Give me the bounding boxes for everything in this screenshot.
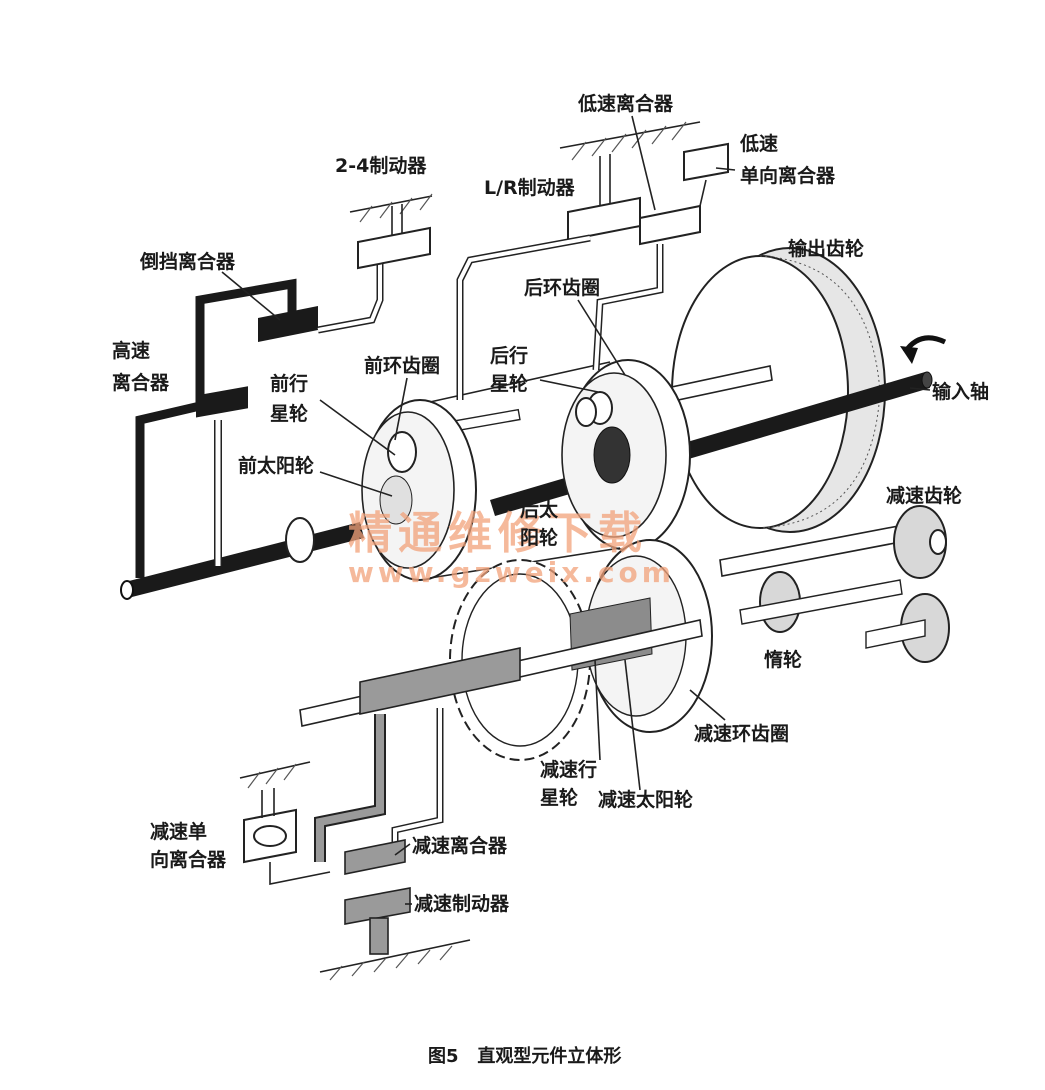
rear-sun-gear bbox=[593, 426, 631, 484]
ground-bottom-brake bbox=[319, 939, 471, 981]
label-reduction-gear: 减速齿轮 bbox=[886, 484, 962, 507]
front-planetary-set bbox=[361, 399, 521, 581]
label-reduction-planet-2: 星轮 bbox=[540, 786, 578, 809]
labels: 低速离合器 低速 单向离合器 2-4制动器 L/R制动器 输出齿轮 倒挡离合器 … bbox=[112, 92, 989, 915]
label-low-clutch: 低速离合器 bbox=[577, 92, 674, 115]
watermark-cn: 精通维修下载 bbox=[348, 508, 648, 559]
label-front-sun: 前太阳轮 bbox=[238, 454, 314, 477]
label-brake-2-4: 2-4制动器 bbox=[335, 154, 427, 177]
reduction-planetary-set bbox=[299, 539, 713, 761]
label-rear-sun-2: 阳轮 bbox=[520, 526, 558, 549]
ground-bottom-left bbox=[239, 761, 311, 789]
label-front-planet-1: 前行 bbox=[270, 372, 308, 395]
label-input-shaft: 输入轴 bbox=[932, 380, 989, 403]
label-reverse-clutch: 倒挡离合器 bbox=[139, 250, 236, 273]
high-clutch-assembly bbox=[120, 386, 364, 600]
label-rear-planet-2: 星轮 bbox=[490, 372, 528, 395]
label-lr-brake: L/R制动器 bbox=[484, 176, 576, 199]
figure-caption: 图5 直观型元件立体形 bbox=[428, 1045, 621, 1067]
reduction-gear-train bbox=[719, 505, 950, 663]
leader-lines bbox=[221, 115, 931, 905]
label-reduction-ring: 减速环齿圈 bbox=[694, 722, 789, 745]
label-rear-ring: 后环齿圈 bbox=[524, 277, 600, 299]
rear-planetary-set bbox=[561, 359, 691, 551]
ground-top-mid bbox=[349, 193, 433, 223]
watermark-url: www.gzweix.com bbox=[348, 556, 675, 589]
low-clutch-assembly bbox=[592, 204, 701, 371]
front-planet-gear bbox=[387, 431, 417, 473]
label-low-one-way-1: 低速 bbox=[739, 132, 778, 155]
label-high-clutch-2: 离合器 bbox=[112, 371, 170, 394]
label-reduction-brake: 减速制动器 bbox=[414, 892, 510, 915]
output-gear bbox=[671, 247, 886, 533]
label-output-gear: 输出齿轮 bbox=[788, 237, 864, 260]
label-idler: 惰轮 bbox=[764, 648, 802, 671]
label-rear-sun-1: 后太 bbox=[520, 498, 559, 521]
ground-hatching bbox=[239, 121, 701, 981]
label-front-planet-2: 星轮 bbox=[270, 402, 308, 425]
lr-brake-assembly bbox=[456, 154, 641, 400]
reduction-clutch-assembly bbox=[314, 708, 444, 875]
label-reduction-clutch: 减速离合器 bbox=[412, 834, 508, 857]
label-reduction-sun: 减速太阳轮 bbox=[598, 788, 693, 811]
low-one-way-clutch-assembly bbox=[683, 142, 729, 207]
reduction-brake-assembly bbox=[344, 887, 411, 955]
label-reduction-one-way-2: 向离合器 bbox=[150, 848, 227, 871]
front-sun-gear bbox=[379, 475, 413, 525]
brake-2-4-assembly bbox=[357, 204, 431, 270]
label-reduction-one-way-1: 减速单 bbox=[150, 820, 207, 843]
reduction-one-way-assembly bbox=[243, 788, 331, 885]
label-high-clutch-1: 高速 bbox=[112, 339, 150, 362]
reduction-drum bbox=[359, 647, 521, 715]
label-reduction-planet-1: 减速行 bbox=[540, 758, 597, 781]
ground-top-right bbox=[559, 121, 701, 161]
label-low-one-way-2: 单向离合器 bbox=[740, 164, 836, 187]
label-front-ring: 前环齿圈 bbox=[364, 354, 440, 377]
label-rear-planet-1: 后行 bbox=[490, 344, 528, 367]
